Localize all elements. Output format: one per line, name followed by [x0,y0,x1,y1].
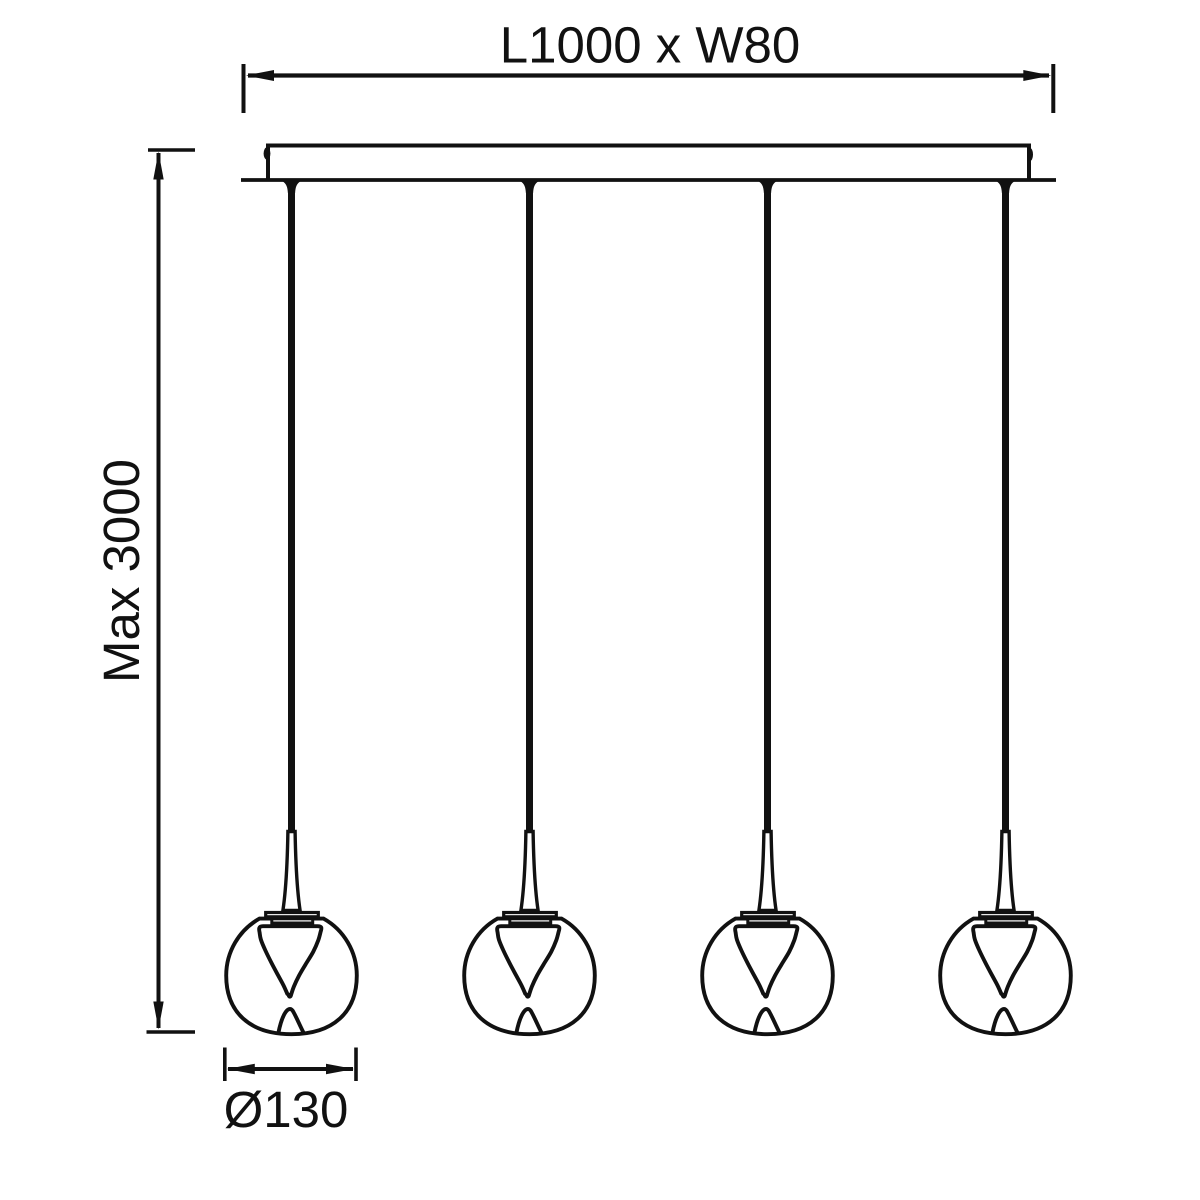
svg-text:L1000 x W80: L1000 x W80 [500,17,801,74]
svg-text:Ø130: Ø130 [224,1081,349,1138]
svg-text:Max 3000: Max 3000 [93,459,150,683]
